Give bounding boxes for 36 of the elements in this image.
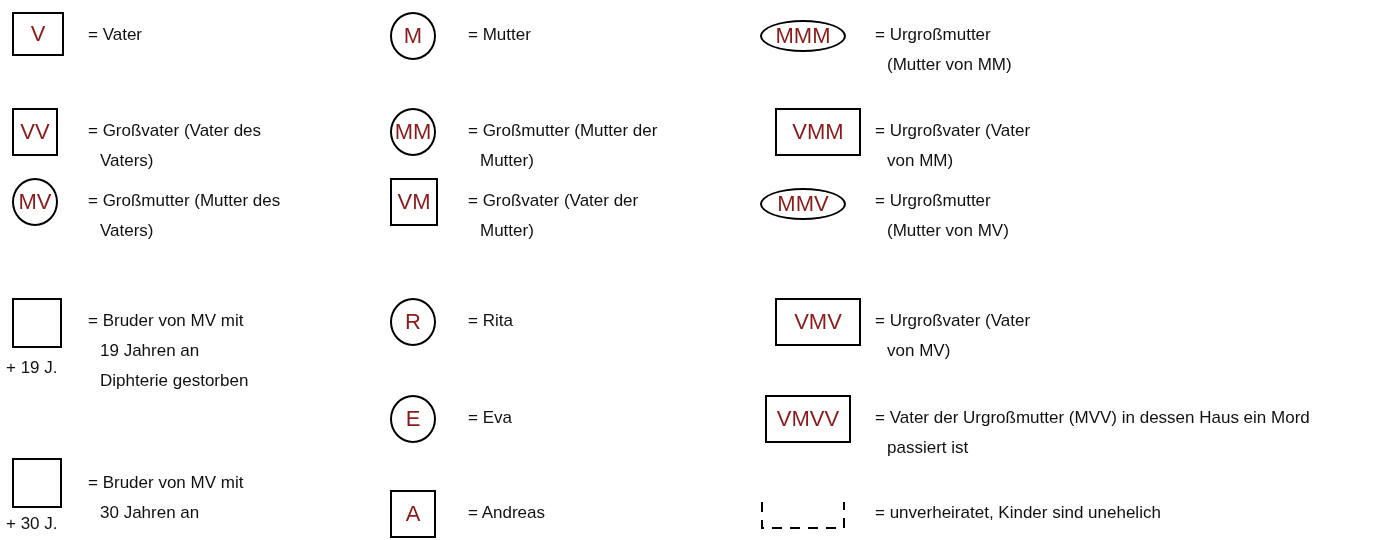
symbol-description: = Eva xyxy=(468,407,513,429)
symbol-description: = Großvater (Vater des Vaters) xyxy=(88,120,263,172)
symbol-description: = Großmutter (Mutter des Vaters) xyxy=(88,190,282,242)
box-symbol xyxy=(12,458,62,508)
ellipse-symbol: MMM xyxy=(760,20,846,52)
symbol-description: = Bruder von MV mit 19 Jahren an Diphterie gestorben xyxy=(88,310,250,392)
symbol-description: = Vater xyxy=(88,24,144,46)
symbol-description: = unverheiratet, Kinder sind unehelich xyxy=(875,502,1162,524)
symbol-description: = Bruder von MV mit 30 Jahren an xyxy=(88,472,245,524)
symbol-description: = Rita xyxy=(468,310,514,332)
box-symbol: VV xyxy=(12,108,58,156)
symbol-description: = Urgroßmutter (Mutter von MM) xyxy=(875,24,1013,76)
circle-symbol: E xyxy=(390,395,436,443)
symbol-description: = Urgroßvater (Vater von MV) xyxy=(875,310,1032,362)
symbol-description: = Urgroßmutter (Mutter von MV) xyxy=(875,190,1010,242)
box-symbol: V xyxy=(12,12,64,56)
box-symbol: VMM xyxy=(775,108,861,156)
ellipse-symbol: MMV xyxy=(760,188,846,220)
death-note: + 19 J. xyxy=(6,358,59,378)
circle-symbol: MM xyxy=(390,108,436,156)
circle-symbol: R xyxy=(390,298,436,346)
box-symbol: A xyxy=(390,490,436,538)
box-symbol xyxy=(12,298,62,348)
circle-symbol: MV xyxy=(12,178,58,226)
symbol-description: = Großmutter (Mutter der Mutter) xyxy=(468,120,659,172)
box-symbol: VMV xyxy=(775,298,861,346)
symbol-description: = Andreas xyxy=(468,502,547,524)
circle-symbol: M xyxy=(390,12,436,60)
symbol-description: = Mutter xyxy=(468,24,532,46)
symbol-description: = Vater der Urgroßmutter (MVV) in dessen Haus ein Mord passiert ist xyxy=(875,407,1311,459)
symbol-description: = Urgroßvater (Vater von MM) xyxy=(875,120,1032,172)
box-symbol: VM xyxy=(390,178,438,226)
symbol-description: = Großvater (Vater der Mutter) xyxy=(468,190,640,242)
dashed-line-symbol xyxy=(760,500,846,530)
box-symbol: VMVV xyxy=(765,395,851,443)
death-note: + 30 J. xyxy=(6,514,59,534)
